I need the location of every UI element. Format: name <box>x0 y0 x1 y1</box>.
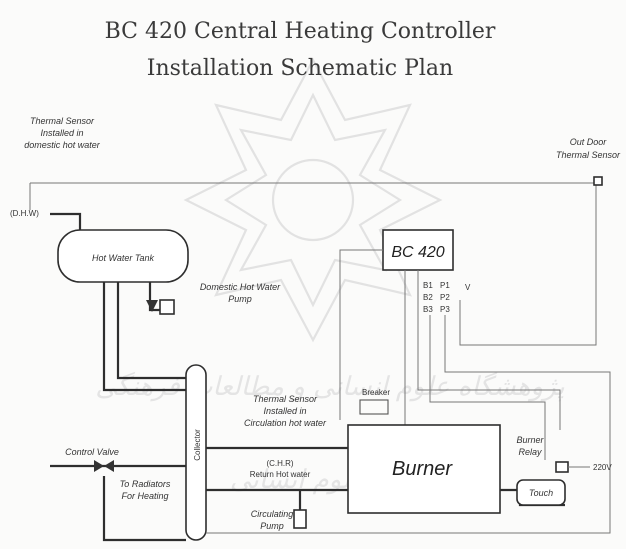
svg-text:(C.H.R): (C.H.R) <box>266 459 293 468</box>
controller-terminals: B1 P1 B2 P2 B3 P3 V <box>423 281 471 314</box>
watermark-line-1: پژوهشگاه علوم انسانی و مطالعات فرهنگی <box>95 371 564 402</box>
circulating-pump-label: Circulating Pump <box>251 509 294 531</box>
dhw-label: (D.H.W) <box>10 209 39 218</box>
watermark-rosette <box>183 57 443 343</box>
svg-text:Thermal Sensor: Thermal Sensor <box>30 116 95 126</box>
collector-label: Collector <box>193 429 202 461</box>
controller-wiring <box>339 249 611 475</box>
relay-box <box>555 461 569 473</box>
dhw-pump-box <box>159 299 175 315</box>
circulating-pump-box <box>293 509 307 529</box>
svg-text:Burner: Burner <box>516 435 544 445</box>
dhw-sensor-label: Thermal Sensor Installed in domestic hot… <box>24 116 101 150</box>
touch-box <box>516 479 566 506</box>
bc420-label: BC 420 <box>391 244 444 261</box>
svg-text:domestic hot water: domestic hot water <box>24 140 101 150</box>
title-line-2: Installation Schematic Plan <box>147 56 453 81</box>
outdoor-sensor-wire <box>30 182 597 346</box>
control-valve-icon <box>94 460 104 472</box>
touch-label: Touch <box>529 488 553 498</box>
return-label: (C.H.R) Return Hot water <box>250 459 311 479</box>
svg-text:Pump: Pump <box>260 521 284 531</box>
svg-text:B3: B3 <box>423 305 433 314</box>
svg-text:Circulation hot water: Circulation hot water <box>244 418 327 428</box>
svg-text:B2: B2 <box>423 293 433 302</box>
to-radiators-label: To Radiators For Heating <box>120 479 171 501</box>
svg-text:Installed in: Installed in <box>263 406 306 416</box>
burner-label: Burner <box>392 458 453 480</box>
dhw-pump-label: Domestic Hot Water Pump <box>200 282 281 304</box>
burner-relay-label: Burner Relay <box>516 435 544 457</box>
tank-supply-pipe <box>102 282 192 392</box>
control-valve-icon-2 <box>104 460 114 472</box>
tank-return-pipe <box>116 282 192 380</box>
dhw-inlet-pipe <box>50 212 82 232</box>
radiator-return-pipe <box>102 476 186 542</box>
svg-text:Out Door: Out Door <box>570 137 608 147</box>
dhw-pump-valve <box>146 300 158 312</box>
svg-text:P1: P1 <box>440 281 450 290</box>
outdoor-sensor-icon <box>593 176 603 186</box>
svg-text:P3: P3 <box>440 305 450 314</box>
svg-text:Circulating: Circulating <box>251 509 294 519</box>
breaker-box <box>359 399 389 415</box>
hot-water-tank <box>57 229 189 283</box>
circulation-sensor-label: Thermal Sensor Installed in Circulation … <box>244 394 327 428</box>
title-line-1: BC 420 Central Heating Controller <box>105 19 496 44</box>
voltage-label: 220V <box>593 463 612 472</box>
hot-water-tank-label: Hot Water Tank <box>92 253 155 263</box>
svg-text:For Heating: For Heating <box>121 491 168 501</box>
dhw-pump-pipe <box>148 282 160 312</box>
svg-text:P2: P2 <box>440 293 450 302</box>
svg-text:Pump: Pump <box>228 294 252 304</box>
control-valve-label: Control Valve <box>65 447 119 457</box>
svg-text:B1: B1 <box>423 281 433 290</box>
outdoor-sensor-label: Out Door Thermal Sensor <box>556 137 621 160</box>
bottom-wire <box>206 475 611 534</box>
svg-text:Relay: Relay <box>518 447 542 457</box>
svg-text:Return Hot water: Return Hot water <box>250 470 311 479</box>
svg-text:Installed in: Installed in <box>40 128 83 138</box>
collector-header <box>185 364 207 541</box>
svg-text:To Radiators: To Radiators <box>120 479 171 489</box>
svg-text:Thermal Sensor: Thermal Sensor <box>556 150 621 160</box>
burner <box>347 424 501 514</box>
svg-text:V: V <box>465 283 471 292</box>
breaker-label: Breaker <box>362 388 390 397</box>
svg-text:Domestic Hot Water: Domestic Hot Water <box>200 282 281 292</box>
svg-text:Thermal Sensor: Thermal Sensor <box>253 394 318 404</box>
